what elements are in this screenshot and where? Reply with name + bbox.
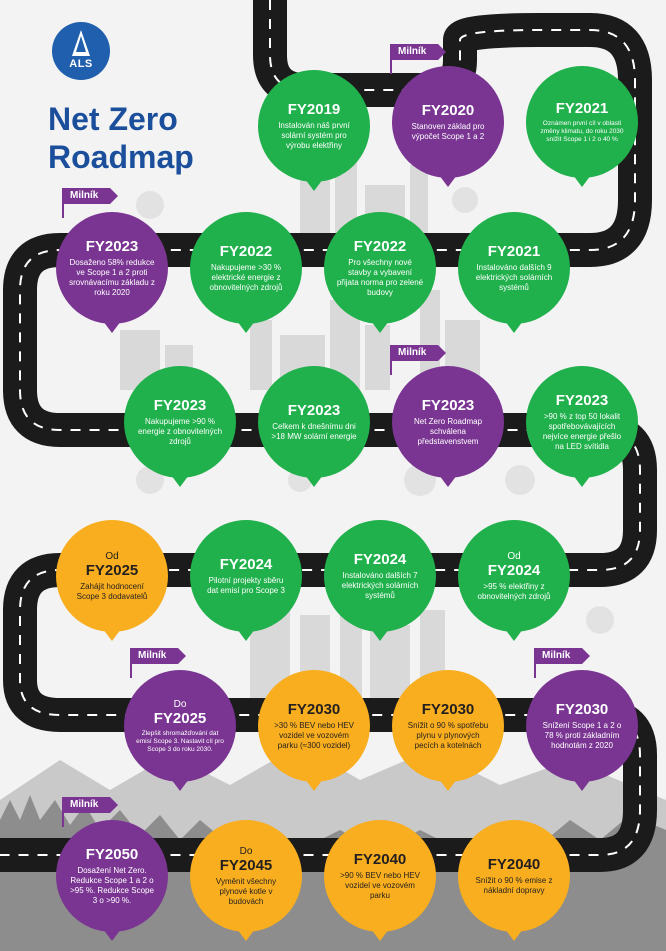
milestone-fy2019-solar: FY2019 Instalován náš první solární syst… (258, 70, 370, 191)
milestone-year: FY2040 (487, 856, 541, 873)
milestone-year: FY2023 (85, 238, 139, 255)
milestone-year: FY2024 (353, 551, 407, 568)
milestone-text: >30 % BEV nebo HEV vozidel ve vozovém pa… (274, 721, 354, 750)
milestone-fy2022-green-building: FY2022 Pro všechny nové stavby a vybaven… (324, 212, 436, 333)
milestone-text: Instalováno dalších 7 elektrických solár… (341, 571, 419, 600)
milestone-prefix: Od (507, 550, 521, 562)
milestone-fy2040-fleet: FY2040 >90 % BEV nebo HEV vozidel ve voz… (324, 820, 436, 941)
milestone-text: Dosaženo 58% redukce ve Scope 1 a 2 prot… (69, 258, 155, 297)
milestone-fy2022-renewable: FY2022 Nakupujeme >30 % elektrické energ… (190, 212, 302, 333)
milestone-year: FY2030 (421, 701, 475, 718)
milestone-flag: Milník (130, 648, 187, 678)
milestone-fy2045-boilers: Do FY2045 Vyměnit všechny plynové kotle … (190, 820, 302, 941)
milestone-fy2023-renewable-90: FY2023 Nakupujeme >90 % energie z obnovi… (124, 366, 236, 487)
milestone-flag: Milník (390, 345, 447, 375)
milestone-fy2023-roadmap-approved: FY2023 Net Zero Roadmap schválena předst… (392, 366, 504, 487)
milestone-text: Oznámen první cíl v oblasti změny klimat… (540, 120, 624, 143)
milestone-fy2024-renewable-95: Od FY2024 >95 % elektřiny z obnovitelnýc… (458, 520, 570, 641)
milestone-fy2021-target: FY2021 Oznámen první cíl v oblasti změny… (526, 66, 638, 187)
milestone-year: FY2050 (85, 846, 139, 863)
milestone-text: Nakupujeme >90 % energie z obnovitelných… (137, 417, 223, 446)
als-logo: ALS (52, 22, 110, 80)
milestone-year: FY2023 (153, 397, 207, 414)
milestone-year: FY2019 (287, 101, 341, 118)
milestone-text: >90 % z top 50 lokalit spotřebovávajícíc… (542, 412, 622, 451)
milestone-year: FY2030 (287, 701, 341, 718)
logo-text: ALS (69, 58, 93, 70)
milestone-text: Nakupujeme >30 % elektrické energie z ob… (209, 263, 283, 292)
milestone-text: Snížit o 90 % emise z nákladní dopravy (475, 876, 553, 895)
page-title: Net Zero Roadmap (48, 100, 194, 176)
milestone-text: Snížení Scope 1 a 2 o 78 % proti základn… (542, 721, 622, 750)
milestone-year: FY2022 (219, 243, 273, 260)
milestone-text: >90 % BEV nebo HEV vozidel ve vozovém pa… (340, 871, 420, 900)
rocket-icon (72, 30, 90, 56)
milestone-text: Celkem k dnešnímu dni >18 MW solární ene… (271, 422, 357, 441)
milestone-fy2025-scope3-data: Do FY2025 Zlepšit shromažďování dat emis… (124, 670, 236, 791)
milestone-year: FY2045 (219, 856, 273, 874)
road (0, 0, 657, 872)
milestone-prefix: Do (239, 845, 253, 857)
title-line-1: Net Zero (48, 101, 178, 137)
milestone-year: FY2025 (153, 709, 207, 727)
milestone-fy2023-led: FY2023 >90 % z top 50 lokalit spotřebová… (526, 366, 638, 487)
milestone-year: FY2030 (555, 701, 609, 718)
milestone-text: Instalováno dalších 9 elektrických solár… (475, 263, 553, 292)
milestone-year: FY2022 (353, 238, 407, 255)
milestone-year: FY2023 (287, 402, 341, 419)
title-line-2: Roadmap (48, 139, 194, 175)
milestone-text: Vyměnit všechny plynové kotle v budovách (215, 876, 277, 906)
trees (136, 187, 614, 634)
milestone-text: Instalován náš první solární systém pro … (278, 121, 350, 150)
milestone-flag: Milník (390, 44, 447, 74)
milestone-text: Pro všechny nové stavby a vybavení přija… (336, 258, 424, 297)
milestone-text: Dosažení Net Zero. Redukce Scope 1 a 2 o… (70, 866, 154, 905)
milestone-text: Pilotní projekty sběru dat emisí pro Sco… (207, 576, 285, 595)
milestone-text: Net Zero Roadmap schválena představenstv… (413, 417, 483, 446)
milestone-year: FY2020 (421, 102, 475, 119)
milestone-flag: Milník (62, 188, 119, 218)
milestone-year: FY2040 (353, 851, 407, 868)
milestone-text: Stanoven základ pro výpočet Scope 1 a 2 (411, 122, 485, 141)
milestone-text: Zahájit hodnocení Scope 3 dodavatelů (76, 581, 148, 601)
milestone-fy2023-reduction: FY2023 Dosaženo 58% redukce ve Scope 1 a… (56, 212, 168, 333)
milestone-flag: Milník (534, 648, 591, 678)
milestone-year: FY2024 (487, 561, 541, 579)
milestone-fy2020-baseline: FY2020 Stanoven základ pro výpočet Scope… (392, 66, 504, 187)
milestone-fy2024-solar-systems: FY2024 Instalováno dalších 7 elektrickýc… (324, 520, 436, 641)
milestone-prefix: Od (105, 550, 119, 562)
milestone-text: Zlepšit shromažďování dat emisí Scope 3.… (136, 729, 224, 753)
milestone-prefix: Do (173, 698, 187, 710)
milestone-fy2024-pilot: FY2024 Pilotní projekty sběru dat emisí … (190, 520, 302, 641)
milestone-fy2030-fleet: FY2030 >30 % BEV nebo HEV vozidel ve voz… (258, 670, 370, 791)
milestone-fy2023-solar-mw: FY2023 Celkem k dnešnímu dni >18 MW solá… (258, 366, 370, 487)
milestone-year: FY2021 (555, 100, 609, 117)
milestone-fy2050-net-zero: FY2050 Dosažení Net Zero. Redukce Scope … (56, 820, 168, 941)
milestone-year: FY2023 (555, 392, 609, 409)
milestone-fy2025-supplier-assessment: Od FY2025 Zahájit hodnocení Scope 3 doda… (56, 520, 168, 641)
milestone-fy2040-freight: FY2040 Snížit o 90 % emise z nákladní do… (458, 820, 570, 941)
milestone-flag: Milník (62, 797, 119, 827)
milestone-year: FY2021 (487, 243, 541, 260)
milestone-text: Snížit o 90 % spotřebu plynu v plynových… (407, 721, 489, 750)
milestone-fy2030-scope-reduction: FY2030 Snížení Scope 1 a 2 o 78 % proti … (526, 670, 638, 791)
milestone-fy2021-solar-systems: FY2021 Instalováno dalších 9 elektrickýc… (458, 212, 570, 333)
milestone-year: FY2024 (219, 556, 273, 573)
milestone-year: FY2025 (85, 561, 139, 579)
milestone-text: >95 % elektřiny z obnovitelných zdrojů (477, 581, 551, 601)
milestone-year: FY2023 (421, 397, 475, 414)
milestone-fy2030-gas: FY2030 Snížit o 90 % spotřebu plynu v pl… (392, 670, 504, 791)
